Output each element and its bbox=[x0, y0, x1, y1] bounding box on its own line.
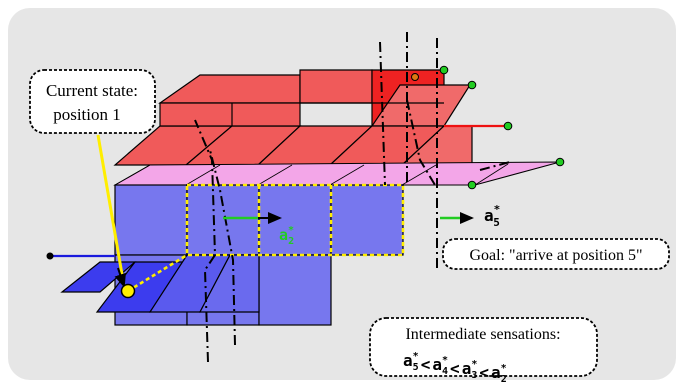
a5-label: a*5 bbox=[484, 203, 500, 229]
a5-star: * bbox=[494, 203, 501, 216]
green-node-4 bbox=[555, 157, 565, 167]
inequality-star: * bbox=[442, 355, 448, 366]
current-state-pointer-tip bbox=[114, 267, 126, 288]
orange-node bbox=[411, 73, 419, 81]
a5-base: a bbox=[484, 206, 494, 225]
inequality-subscript: 4 bbox=[442, 366, 448, 377]
goal-text: Goal: "arrive at position 5" bbox=[469, 247, 642, 264]
inequality-operator: < bbox=[421, 355, 431, 374]
green-node-2 bbox=[467, 80, 477, 90]
a2-label: a*2 bbox=[279, 225, 294, 247]
a2-star: * bbox=[288, 225, 294, 236]
current-state-callout bbox=[29, 69, 156, 134]
blue-plane-main bbox=[114, 184, 404, 256]
inequality-operator: < bbox=[450, 359, 460, 378]
dash-dot-guides bbox=[194, 32, 511, 363]
a5-sub: 5 bbox=[493, 216, 500, 229]
inequality-term: a bbox=[462, 359, 472, 378]
inequality-star: * bbox=[501, 363, 507, 374]
blue-axis-endpoint bbox=[46, 252, 54, 260]
inequality-operator: < bbox=[479, 363, 489, 382]
a2-sub: 2 bbox=[288, 236, 294, 247]
inequality-subscript: 3 bbox=[471, 370, 477, 381]
yellow-path bbox=[127, 183, 405, 293]
intermediate-title: Intermediate sensations: bbox=[405, 326, 560, 343]
green-node-3 bbox=[503, 121, 513, 131]
red-plane-upper bbox=[158, 69, 472, 127]
inequality-term: a bbox=[491, 363, 501, 382]
current-state-line1: Current state: bbox=[46, 81, 138, 100]
goal-callout bbox=[442, 238, 670, 270]
pink-plane-lines bbox=[114, 163, 509, 186]
a2-base: a bbox=[279, 226, 288, 244]
inequality-term: a bbox=[403, 351, 413, 370]
inequality-star: * bbox=[471, 359, 477, 370]
inequality-subscript: 5 bbox=[413, 362, 419, 373]
green-node-1 bbox=[439, 65, 449, 75]
current-state-marker bbox=[120, 283, 136, 299]
inequality-term: a bbox=[432, 355, 442, 374]
current-state-pointer bbox=[96, 134, 126, 287]
blue-plane-lower bbox=[60, 254, 332, 326]
inequality-star: * bbox=[413, 351, 419, 362]
intermediate-inequality: a*5<a*4<a*3<a*2 bbox=[403, 351, 507, 385]
intermediate-callout bbox=[369, 317, 598, 377]
green-node-5 bbox=[467, 180, 477, 190]
inequality-subscript: 2 bbox=[501, 374, 507, 385]
current-state-line2: position 1 bbox=[53, 105, 121, 124]
